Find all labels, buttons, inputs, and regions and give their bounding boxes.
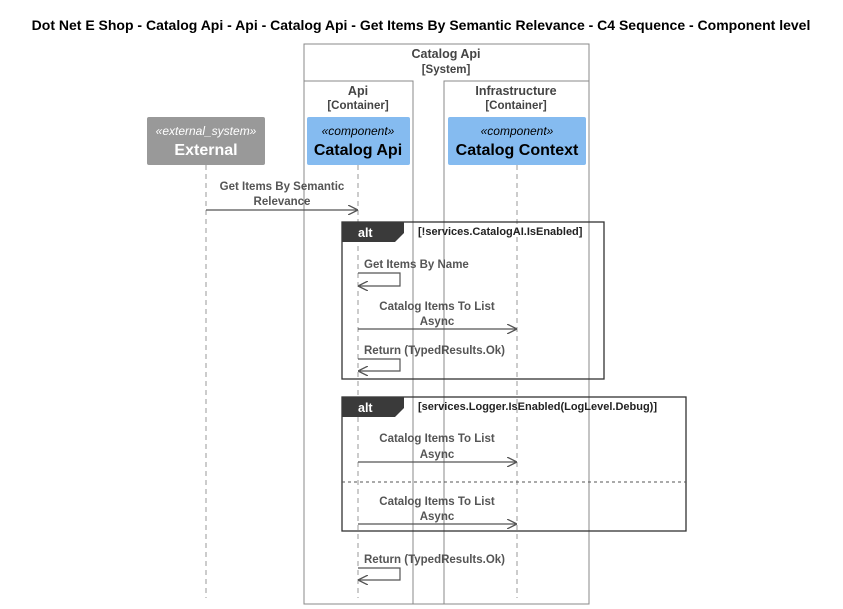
alt-fragment-2-keyword: alt xyxy=(358,401,373,415)
participant-catalog-context-box xyxy=(448,117,586,165)
container-api-name: Api xyxy=(348,84,368,98)
participant-catalog-context-name: Catalog Context xyxy=(456,142,579,159)
system-boundary-name: Catalog Api xyxy=(412,47,481,61)
message-return-typed-results-ok-1: Return (TypedResults.Ok) xyxy=(358,345,505,371)
alt-fragment-1-condition: [!services.CatalogAI.IsEnabled] xyxy=(418,226,583,238)
message-catalog-items-to-list-async-2: Catalog Items To List Async xyxy=(358,433,516,462)
container-boundary-infrastructure: Infrastructure [Container] xyxy=(443,80,590,605)
participant-catalog-context[interactable]: «component» Catalog Context xyxy=(448,117,586,165)
message-catalog-items-to-list-async-3: Catalog Items To List Async xyxy=(358,496,516,524)
participant-external-stereotype: «external_system» xyxy=(156,124,257,138)
alt-fragment-1-keyword: alt xyxy=(358,226,373,240)
alt-fragment-2-condition: [services.Logger.IsEnabled(LogLevel.Debu… xyxy=(418,401,657,413)
message-get-items-by-semantic-relevance: Get Items By Semantic Relevance xyxy=(206,181,357,210)
participant-external[interactable]: «external_system» External xyxy=(147,117,265,165)
message-2-label: Get Items By Name xyxy=(364,259,469,271)
message-5-label-line-1: Catalog Items To List xyxy=(379,433,495,445)
message-4-label: Return (TypedResults.Ok) xyxy=(364,345,505,357)
message-3-label-line-2: Async xyxy=(420,316,455,328)
alt-fragment-2: alt [services.Logger.IsEnabled(LogLevel.… xyxy=(341,396,687,532)
message-1-label-line-2: Relevance xyxy=(254,196,311,208)
container-infrastructure-type: [Container] xyxy=(485,100,547,112)
message-4-arrow xyxy=(358,358,401,371)
participant-catalog-api-box xyxy=(307,117,410,165)
participant-catalog-api-name: Catalog Api xyxy=(314,142,402,159)
message-3-label-line-1: Catalog Items To List xyxy=(379,301,495,313)
message-1-label-line-1: Get Items By Semantic xyxy=(220,181,345,193)
message-7-label: Return (TypedResults.Ok) xyxy=(364,554,505,566)
system-boundary-type: [System] xyxy=(422,64,471,76)
message-6-label-line-1: Catalog Items To List xyxy=(379,496,495,508)
participant-external-name: External xyxy=(174,142,237,159)
participant-catalog-context-stereotype: «component» xyxy=(481,124,554,138)
diagram-title: Dot Net E Shop - Catalog Api - Api - Cat… xyxy=(32,17,811,33)
message-get-items-by-name: Get Items By Name xyxy=(358,259,469,286)
message-return-typed-results-ok-2: Return (TypedResults.Ok) xyxy=(358,554,505,580)
message-catalog-items-to-list-async-1: Catalog Items To List Async xyxy=(358,301,516,329)
message-7-arrow xyxy=(358,567,401,580)
message-2-arrow xyxy=(358,272,401,286)
message-6-label-line-2: Async xyxy=(420,511,455,523)
container-boundary-api: Api [Container] xyxy=(303,80,414,605)
message-5-label-line-2: Async xyxy=(420,449,455,461)
container-api-type: [Container] xyxy=(327,100,389,112)
participant-catalog-api-stereotype: «component» xyxy=(322,124,395,138)
participant-external-box xyxy=(147,117,265,165)
container-infrastructure-name: Infrastructure xyxy=(475,84,556,98)
participant-catalog-api[interactable]: «component» Catalog Api xyxy=(307,117,410,165)
alt-fragment-1: alt [!services.CatalogAI.IsEnabled] xyxy=(341,221,605,380)
